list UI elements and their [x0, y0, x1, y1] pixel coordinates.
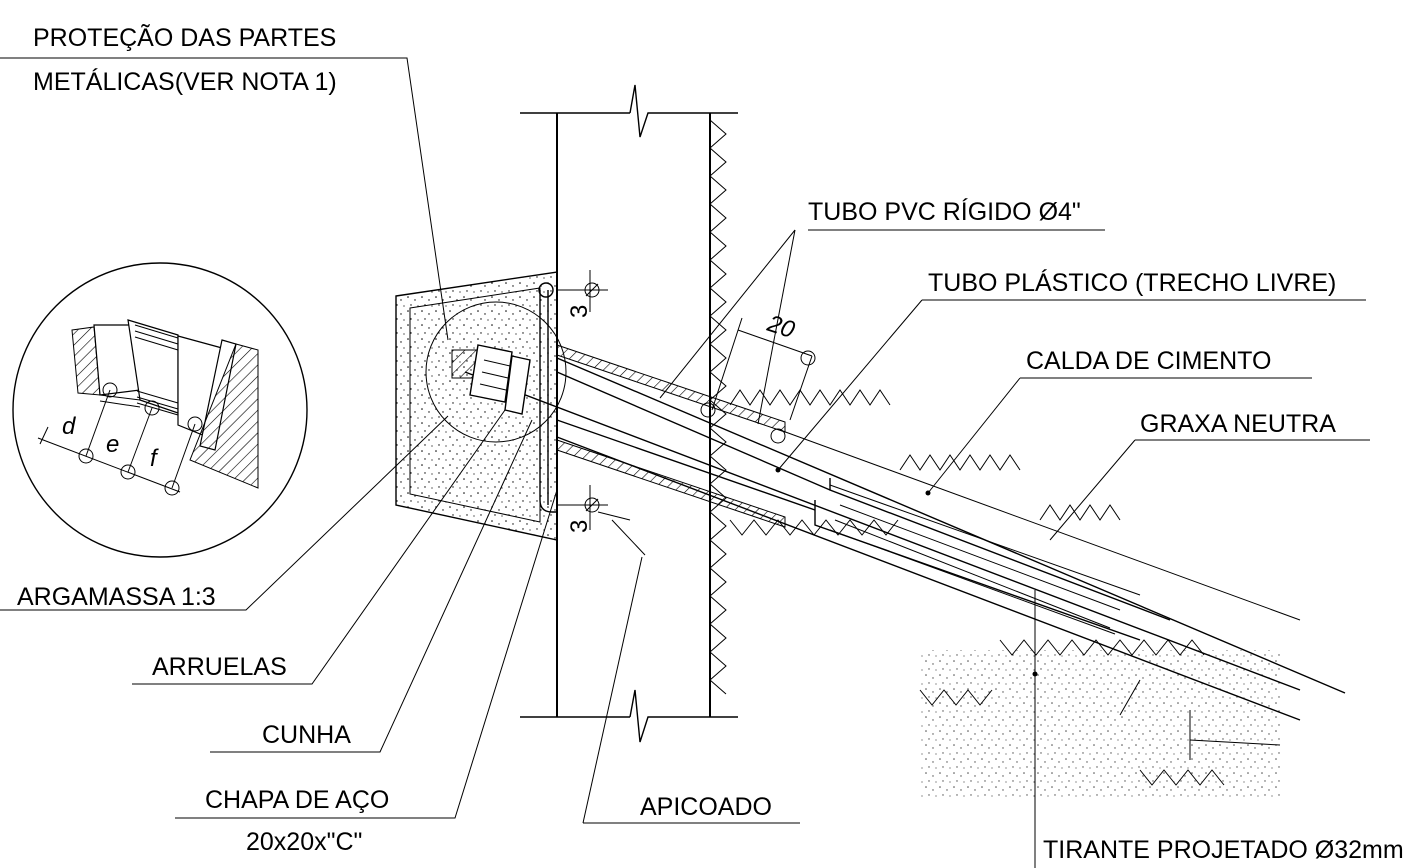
anchor-assembly	[464, 344, 1346, 800]
detail-dim-f: f	[150, 445, 159, 472]
dim-pipe-offset: 20	[763, 310, 798, 344]
label-calda: CALDA DE CIMENTO	[1026, 347, 1271, 375]
label-cunha: CUNHA	[262, 721, 351, 749]
leader-lines	[0, 57, 1370, 868]
label-tubo-plastico: TUBO PLÁSTICO (TRECHO LIVRE)	[928, 268, 1336, 297]
label-protecao-line2: METÁLICAS(VER NOTA 1)	[33, 67, 337, 96]
dim-bottom-spacing: 3	[566, 520, 593, 533]
dim-top-spacing: 3	[566, 305, 593, 318]
label-argamassa: ARGAMASSA 1:3	[17, 583, 216, 611]
dimension-top	[557, 270, 608, 312]
label-chapa-line2: 20x20x"C"	[246, 828, 362, 856]
detail-dim-e: e	[106, 431, 119, 458]
label-graxa: GRAXA NEUTRA	[1140, 410, 1336, 438]
label-protecao-line1: PROTEÇÃO DAS PARTES	[33, 23, 336, 52]
label-apicoado: APICOADO	[640, 793, 772, 821]
dimension-offset	[700, 317, 816, 444]
detail-dim-d: d	[62, 413, 76, 440]
label-tirante: TIRANTE PROJETADO Ø32mm	[1043, 836, 1404, 864]
label-chapa-line1: CHAPA DE AÇO	[205, 786, 389, 814]
enlarged-detail	[12, 262, 308, 558]
label-arruelas: ARRUELAS	[152, 653, 287, 681]
mortar-block	[395, 271, 558, 541]
anchor-head	[425, 282, 567, 513]
dimension-bottom	[557, 485, 631, 530]
label-tubo-pvc: TUBO PVC RÍGIDO Ø4"	[808, 197, 1081, 226]
